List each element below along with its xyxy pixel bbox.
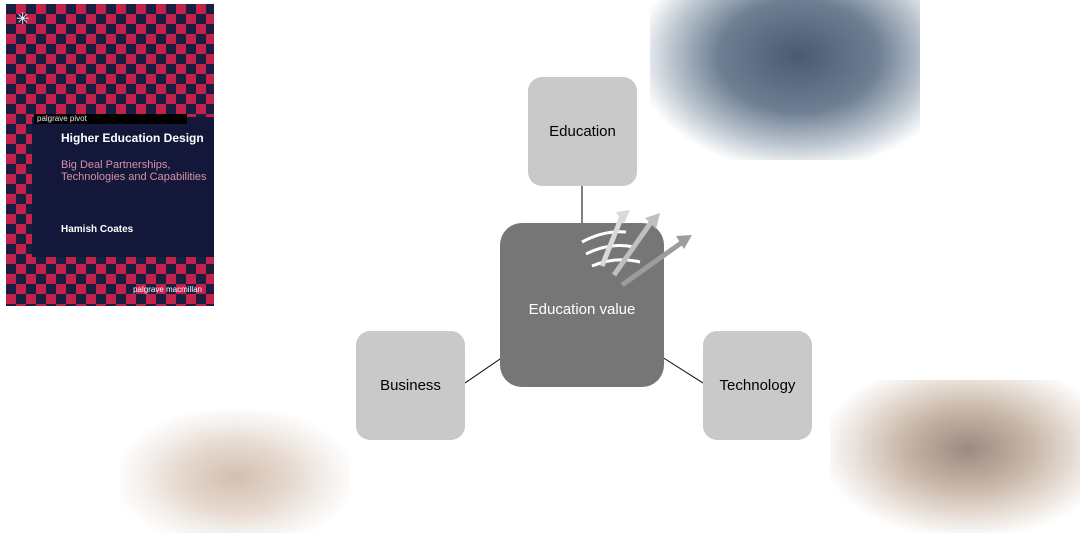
technology-label: Technology — [719, 377, 796, 394]
book-series: palgrave pivot — [34, 114, 187, 124]
book-title: Higher Education Design — [61, 131, 204, 145]
book-cover: ✳ palgrave pivot Higher Education Design… — [6, 4, 214, 306]
education-label: Education — [549, 123, 616, 140]
education-value-label: Education value — [528, 300, 636, 318]
connector-left — [464, 356, 504, 384]
education-value-box: Education value — [500, 223, 664, 387]
handshake-image — [120, 410, 350, 533]
students-image — [830, 380, 1080, 533]
connector-right — [661, 356, 704, 384]
business-box: Business — [356, 331, 465, 440]
chalkboard-image — [650, 0, 920, 160]
book-cover-panel — [32, 117, 214, 257]
book-author: Hamish Coates — [61, 224, 134, 235]
business-label: Business — [380, 377, 441, 394]
springer-logo-icon: ✳ — [16, 11, 30, 28]
book-publisher: palgrave macmillan — [133, 285, 202, 294]
book-subtitle: Big Deal Partnerships, Technologies and … — [61, 159, 207, 183]
technology-box: Technology — [703, 331, 812, 440]
education-box: Education — [528, 77, 637, 186]
